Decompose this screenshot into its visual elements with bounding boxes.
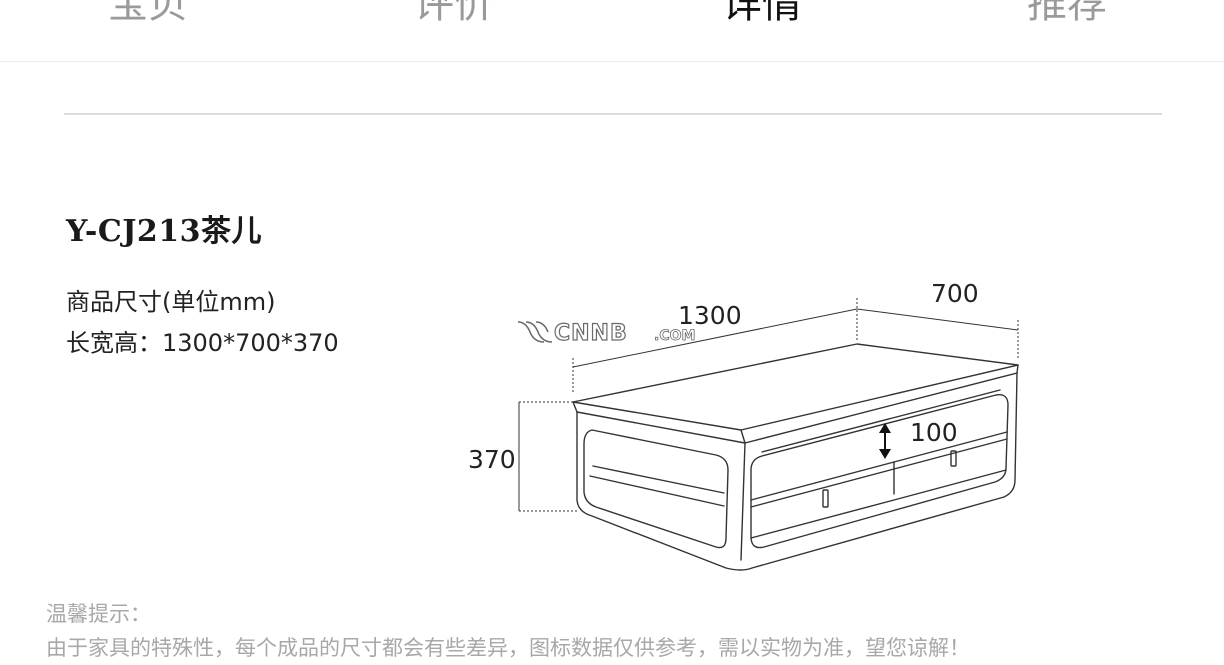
watermark-domain: .COM [654,328,695,344]
tab-details[interactable]: 详情 [722,0,802,27]
watermark-brand: CNNB [554,321,628,346]
tab-baby[interactable]: 宝贝 [108,0,188,27]
gap-arrow [879,423,891,459]
height-dimension-label: 370 [468,445,516,474]
width-dimension-label: 700 [931,279,979,308]
tips-label: 温馨提示： [46,602,151,626]
table-body-outline [576,372,1018,571]
length-dimension-label: 1300 [678,301,742,330]
front-opening [750,394,1009,549]
tab-reviews[interactable]: 评价 [414,0,494,27]
size-heading: 商品尺寸(单位mm) [66,288,276,316]
product-title: Y-CJ213茶儿 [66,214,263,249]
cnnb-watermark-logo: CNNB .COM [517,320,696,346]
left-side-opening [583,429,729,549]
tips-text: 由于家具的特殊性，每个成品的尺寸都会有些差异，图标数据仅供参考，需以实物为准，望… [46,636,970,660]
drawer-handle-right [950,450,957,467]
front-corner-edge [740,442,746,561]
section-divider [64,113,1162,115]
tab-recommend[interactable]: 推荐 [1027,0,1107,27]
drawer-handle-left [822,489,829,508]
tab-bar: 宝贝 评价 详情 推荐 [0,0,1224,62]
coffee-table-diagram: 1300 700 370 100 [468,279,1019,571]
gap-dimension-label: 100 [910,418,958,447]
dimensions-line: 长宽高：1300*700*370 [66,329,339,357]
